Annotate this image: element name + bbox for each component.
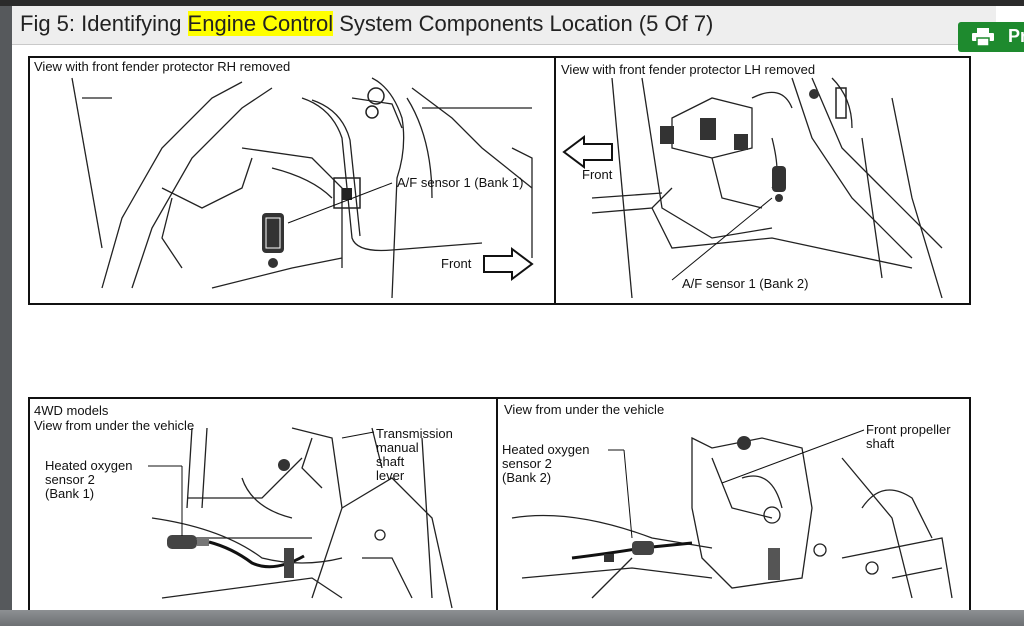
bottom-scrollbar[interactable] [0, 610, 1024, 626]
panel3-lever-line2: manual [376, 440, 419, 455]
panel3-sensor-line2: sensor 2 [45, 472, 95, 487]
heated-oxygen-sensor-bank1-illustration [167, 459, 305, 578]
left-scroll-gutter [0, 6, 12, 610]
af-sensor-bank1-illustration [262, 87, 385, 268]
component-location-diagram: View with front fender protector RH remo… [28, 56, 971, 610]
panel4-sensor-line3: (Bank 2) [502, 470, 551, 485]
panel-4wd-under-vehicle: 4WD models View from under the vehicle [28, 397, 498, 610]
print-button-label: Pr [1008, 26, 1024, 46]
panel-lh-fender: View with front fender protector LH remo… [554, 56, 971, 305]
panel3-sensor-line1: Heated oxygen [45, 458, 132, 473]
panel3-lever-line1: Transmission [376, 426, 453, 441]
panel4-caption: View from under the vehicle [504, 402, 664, 417]
panel3-sensor-line3: (Bank 1) [45, 486, 94, 501]
panel3-caption-line1: 4WD models [34, 403, 109, 418]
panel4-shaft-line2: shaft [866, 436, 895, 451]
panel1-caption: View with front fender protector RH remo… [34, 59, 290, 74]
panel1-front-label: Front [441, 256, 472, 271]
top-bar [0, 0, 1024, 6]
printer-icon [972, 28, 994, 46]
panel4-shaft-line1: Front propeller [866, 422, 951, 437]
panel4-sensor-line1: Heated oxygen [502, 442, 589, 457]
engine-bay-rh-illustration [71, 77, 533, 299]
panel4-sensor-line2: sensor 2 [502, 456, 552, 471]
right-pane [996, 6, 1024, 610]
panel2-sensor-label: A/F sensor 1 (Bank 2) [682, 276, 808, 291]
under-vehicle-bank2-illustration [511, 436, 953, 599]
af-sensor-bank2-illustration [660, 87, 847, 202]
panel-under-vehicle-bank2: View from under the vehicle Heated oxyge [496, 397, 971, 610]
panel1-sensor-label: A/F sensor 1 (Bank 1) [397, 175, 523, 190]
panel2-front-label: Front [582, 167, 613, 182]
front-arrow-left-icon [562, 135, 613, 169]
panel3-lever-line4: lever [376, 468, 405, 483]
title-highlight: Engine Control [187, 11, 334, 36]
heated-oxygen-sensor-bank2-illustration [571, 436, 780, 580]
front-arrow-right-icon [483, 247, 534, 281]
title-prefix: Fig 5: Identifying [20, 11, 188, 36]
panel3-lever-line3: shaft [376, 454, 405, 469]
title-suffix: System Components Location (5 Of 7) [333, 11, 714, 36]
panel2-caption: View with front fender protector LH remo… [561, 62, 815, 77]
panel3-caption-line2: View from under the vehicle [34, 418, 194, 433]
figure-title: Fig 5: Identifying Engine Control System… [20, 11, 713, 37]
print-button[interactable]: Pr [958, 22, 1024, 52]
figure-title-bar: Fig 5: Identifying Engine Control System… [12, 6, 996, 45]
panel-rh-fender: View with front fender protector RH remo… [28, 56, 556, 305]
